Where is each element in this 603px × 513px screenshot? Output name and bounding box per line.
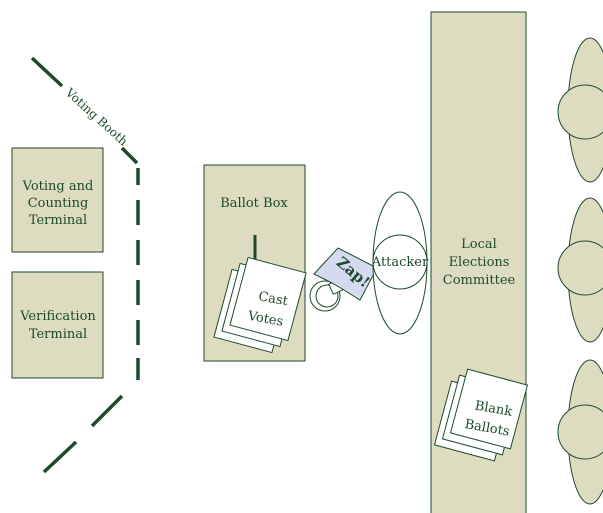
voting-booth-wall [30,56,140,474]
voting-terminal-line-1: Voting and [22,179,94,194]
voting-counting-terminal: Voting and Counting Terminal [11,147,104,253]
voting-terminal-line-3: Terminal [29,213,87,228]
cast-votes-line-2: Votes [246,309,285,330]
verification-terminal-line-1: Verification [19,309,96,324]
committee-line-1: Local [461,237,497,252]
zap-device [309,276,351,312]
voting-terminal-line-2: Counting [28,196,89,211]
blank-ballots-stack [433,368,529,462]
verification-terminal-line-2: Terminal [29,327,87,342]
ballot-box-title: Ballot Box [220,196,288,211]
verification-terminal: Verification Terminal [11,271,104,379]
attacker-figure: Attacker [371,191,429,335]
blank-ballots-line-1: Blank [474,398,514,419]
committee-member-1 [557,37,603,183]
committee-line-3: Committee [443,273,516,288]
attacker-label: Attacker [371,255,429,270]
voting-booth-label: Voting Booth [62,85,131,149]
cast-votes-stack [213,256,307,354]
committee-member-2 [557,197,603,343]
committee-line-2: Elections [449,255,510,270]
cast-votes-line-1: Cast [257,289,290,309]
committee-member-3 [557,359,603,505]
ballot-box: Ballot Box Cast Votes [203,164,307,362]
